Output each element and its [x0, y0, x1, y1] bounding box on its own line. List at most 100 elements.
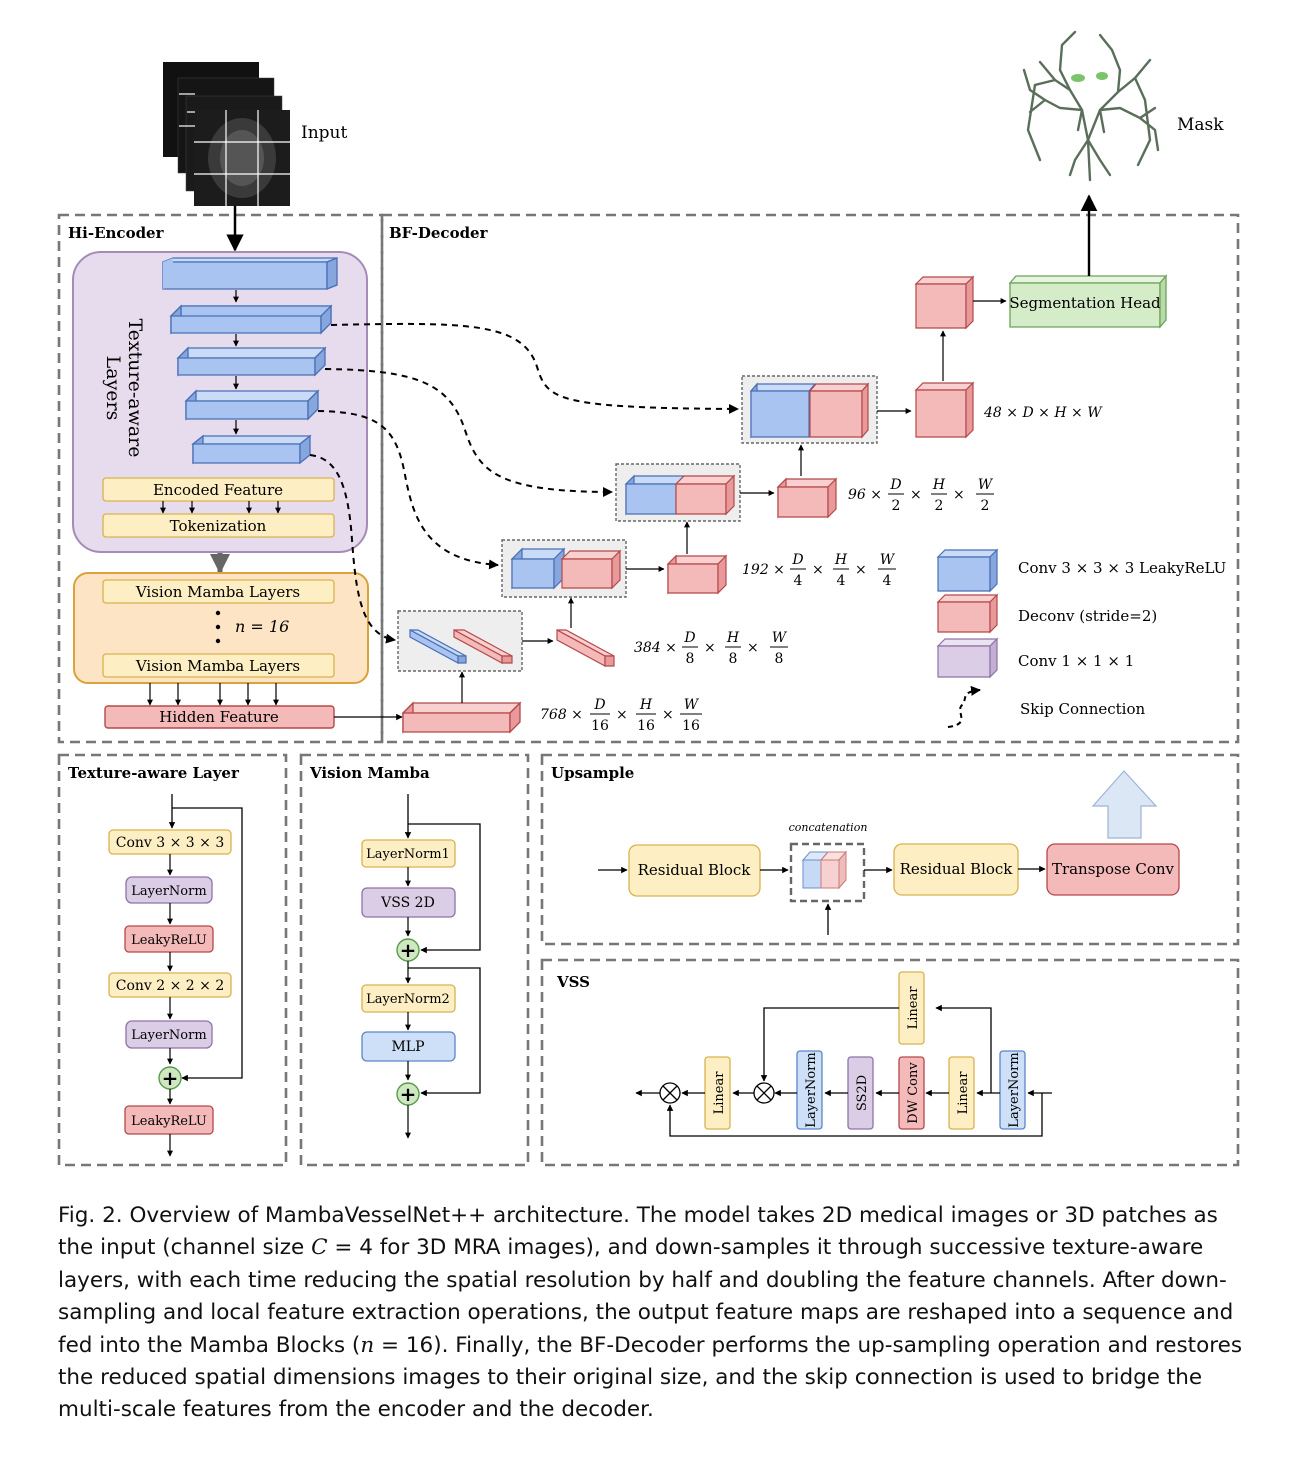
deconv-384-block [556, 628, 615, 668]
mamba-layers-bottom-box [102, 653, 335, 678]
skip-connection-2 [324, 368, 613, 497]
vss-linear-in-label: Linear [956, 1071, 971, 1115]
svg-text:D: D [593, 697, 605, 713]
vss-linear-top-label: Linear [906, 986, 921, 1030]
hi-encoder-frame [57, 213, 384, 744]
us-residual1-label: Residual Block [638, 861, 752, 879]
us-concatenation-label: concatenation [789, 821, 868, 834]
vision-mamba-diagram: LayerNorm1 VSS 2D + LayerNorm2 MLP + [361, 794, 481, 1139]
svg-text:+: + [400, 938, 417, 962]
encoder-block-4 [184, 389, 320, 421]
svg-text:48 × D × H × W: 48 × D × H × W [983, 405, 1103, 421]
svg-text:96 ×: 96 × [848, 487, 882, 503]
svg-text:16: 16 [637, 718, 655, 734]
encoded-feature-box [102, 477, 335, 502]
vision-mamba-title: Vision Mamba [309, 764, 430, 782]
svg-text:2: 2 [981, 498, 990, 514]
tl-layernorm1-label: LayerNorm [131, 884, 206, 899]
encoder-block-2 [169, 304, 333, 335]
svg-text:2: 2 [935, 498, 944, 514]
mamba-layers-top-box [102, 579, 335, 604]
deconv-96-block [776, 477, 838, 519]
segmentation-head-block [1008, 274, 1168, 329]
concat-48-blue [749, 382, 817, 439]
hi-encoder-title: Hi-Encoder [68, 224, 165, 242]
tl-conv3-label: Conv 3 × 3 × 3 [116, 835, 225, 851]
concat-192-blue [510, 547, 566, 590]
concat-384-red [453, 628, 513, 665]
svg-text:W: W [772, 630, 788, 646]
svg-text:×: × [747, 640, 759, 656]
mask-vessel-image [1022, 30, 1160, 182]
vm-layernorm2-label: LayerNorm2 [366, 992, 450, 1007]
svg-text:D: D [889, 477, 901, 493]
svg-text:8: 8 [775, 651, 784, 667]
svg-text:4: 4 [794, 573, 803, 589]
tokenization-label: Tokenization [170, 517, 267, 535]
vss-linear-out-label: Linear [712, 1071, 727, 1115]
svg-text:768 ×: 768 × [540, 707, 583, 723]
svg-text:×: × [616, 707, 628, 723]
svg-text:H: H [639, 697, 653, 713]
svg-text:×: × [662, 707, 674, 723]
vss-diagram: LayerNorm Linear DW Conv SS2D LayerNorm … [635, 971, 1052, 1137]
svg-text:×: × [953, 487, 965, 503]
figure-caption: Fig. 2. Overview of MambaVesselNet++ arc… [58, 1203, 1243, 1423]
encoder-block-1 [162, 257, 338, 290]
svg-text:384 ×: 384 × [634, 640, 677, 656]
dim-768-label: 768 × D16 × H16 × W16 [540, 697, 702, 734]
texture-layer-frame [57, 753, 288, 1167]
concat-384-blue [409, 628, 467, 665]
vss-dwconv-label: DW Conv [906, 1062, 921, 1124]
svg-text:H: H [726, 630, 740, 646]
mamba-layers-top-label: Vision Mamba Layers [135, 583, 300, 601]
vss-layernorm-mid-box [796, 1050, 823, 1130]
skip-connection-1 [330, 322, 739, 414]
concat-96-red [674, 474, 736, 516]
svg-text:D: D [791, 552, 803, 568]
svg-text:W: W [880, 552, 896, 568]
svg-text:4: 4 [837, 573, 846, 589]
vision-mamba-frame [299, 753, 530, 1167]
conv1x1-block [914, 275, 975, 330]
svg-text:H: H [834, 552, 848, 568]
texture-layer-diagram: Conv 3 × 3 × 3 LayerNorm LeakyReLU Conv … [108, 794, 243, 1157]
tl-conv2-label: Conv 2 × 2 × 2 [116, 978, 225, 994]
svg-text:Texture-aware: Texture-aware [124, 318, 146, 457]
vss-ss2d-label: SS2D [855, 1075, 870, 1111]
tl-layernorm1-box [125, 876, 213, 904]
mamba-layers-bottom-label: Vision Mamba Layers [135, 657, 300, 675]
svg-text:H: H [932, 477, 946, 493]
vm-vss2d-label: VSS 2D [380, 895, 435, 911]
input-label: Input [301, 123, 347, 143]
skip-connection-4 [309, 454, 396, 644]
legend: Conv 3 × 3 × 3 LeakyReLU Deconv (stride=… [936, 548, 1226, 728]
n-label: n = 16 [235, 617, 289, 636]
deconv-192-block [666, 554, 728, 595]
dim-384-label: 384 × D8 × H8 × W8 [634, 630, 788, 667]
vss-frame [540, 958, 1240, 1167]
tl-leakyrelu1-box [124, 925, 214, 953]
vss-layernorm-in-label: LayerNorm [1007, 1052, 1022, 1127]
svg-text:W: W [684, 697, 700, 713]
hidden-feature-label: Hidden Feature [159, 708, 279, 726]
upsample-arrow-icon [1091, 770, 1158, 839]
ellipsis-dots [215, 610, 221, 644]
vss-layernorm-mid-label: LayerNorm [804, 1052, 819, 1127]
input-image-stack [163, 62, 290, 206]
vm-layernorm1-label: LayerNorm1 [366, 847, 450, 862]
us-residual2-label: Residual Block [900, 860, 1014, 878]
legend-skip-icon [947, 685, 981, 728]
tokenization-box [102, 513, 335, 538]
deconv-48-block [914, 381, 975, 439]
upsample-diagram: Residual Block concatenation Residual Bl… [598, 770, 1180, 935]
bottleneck-block [401, 701, 522, 734]
svg-text:192 ×: 192 × [742, 562, 785, 578]
encoder-block-3 [176, 346, 327, 377]
legend-red-cube [936, 593, 999, 634]
legend-skip-label: Skip Connection [1020, 700, 1145, 718]
vm-mlp-label: MLP [391, 1039, 424, 1055]
vss-layernorm-in-box [999, 1050, 1026, 1130]
mask-label: Mask [1177, 115, 1224, 135]
legend-deconv-label: Deconv (stride=2) [1018, 607, 1157, 625]
